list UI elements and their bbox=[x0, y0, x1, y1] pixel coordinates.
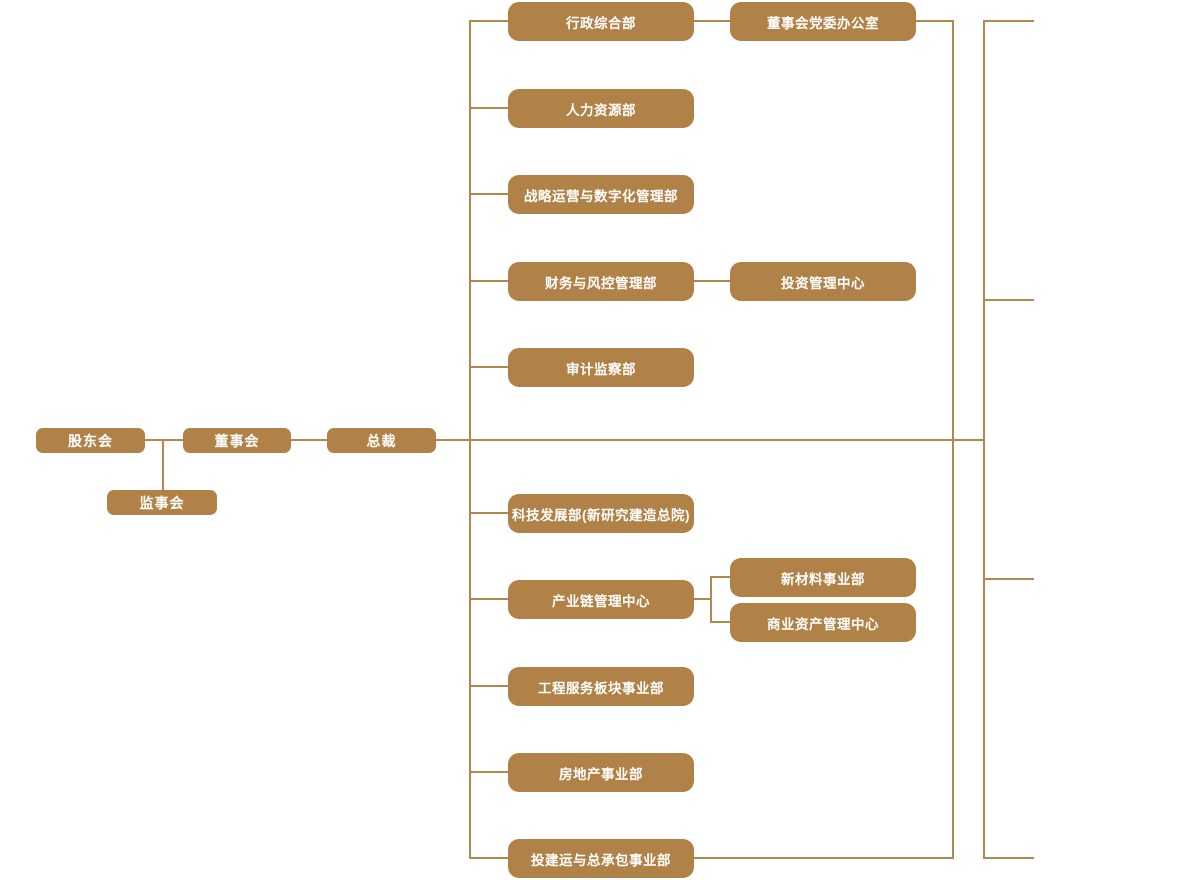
connector-stub-real-estate bbox=[469, 771, 508, 773]
node-epc-contracting: 投建运与总承包事业部 bbox=[508, 839, 694, 878]
connector-admin-party-office bbox=[694, 20, 730, 22]
connector-fork-commercial-assets bbox=[710, 621, 730, 623]
node-industry-chain-center: 产业链管理中心 bbox=[508, 580, 694, 619]
connector-epc-rail bbox=[694, 857, 954, 859]
connector-stub-epc bbox=[469, 857, 508, 859]
connector-chain-fork-v bbox=[710, 577, 712, 623]
node-strategy-digital: 战略运营与数字化管理部 bbox=[508, 175, 694, 214]
connector-fork-new-materials bbox=[710, 576, 730, 578]
connector-party-office-rail bbox=[916, 20, 954, 22]
node-board-of-directors: 董事会 bbox=[183, 428, 291, 453]
node-tech-development: 科技发展部(新研究建造总院) bbox=[508, 494, 694, 533]
node-admin-general: 行政综合部 bbox=[508, 2, 694, 41]
node-engineering-services: 工程服务板块事业部 bbox=[508, 667, 694, 706]
node-supervisory-board: 监事会 bbox=[107, 490, 217, 515]
connector-stub-industry-chain bbox=[469, 598, 508, 600]
connector-stub-tech-development bbox=[469, 512, 508, 514]
node-shareholders: 股东会 bbox=[36, 428, 145, 453]
connector-right-stub-2 bbox=[983, 299, 1034, 301]
connector-chain-fork-h bbox=[694, 598, 712, 600]
node-new-materials: 新材料事业部 bbox=[730, 558, 916, 597]
connector-right-stub-1 bbox=[983, 20, 1034, 22]
connector-right-rail-outer bbox=[983, 21, 985, 859]
node-board-party-office: 董事会党委办公室 bbox=[730, 2, 916, 41]
connector-shareholders-board bbox=[145, 439, 183, 441]
node-human-resources: 人力资源部 bbox=[508, 89, 694, 128]
connector-stub-admin-general bbox=[469, 20, 508, 22]
node-investment-center: 投资管理中心 bbox=[730, 262, 916, 301]
connector-right-rail-inner bbox=[952, 21, 954, 859]
connector-left-trunk bbox=[469, 21, 471, 858]
connector-right-stub-3 bbox=[983, 578, 1034, 580]
connector-stub-strategy-digital bbox=[469, 193, 508, 195]
node-finance-risk: 财务与风控管理部 bbox=[508, 262, 694, 301]
connector-president-main bbox=[436, 439, 984, 441]
node-president: 总裁 bbox=[327, 428, 436, 453]
connector-stub-human-resources bbox=[469, 107, 508, 109]
connector-right-stub-4 bbox=[983, 857, 1034, 859]
connector-finance-investment bbox=[694, 280, 730, 282]
connector-supervisory-drop bbox=[162, 440, 164, 490]
node-commercial-assets: 商业资产管理中心 bbox=[730, 603, 916, 642]
node-real-estate: 房地产事业部 bbox=[508, 753, 694, 792]
connector-stub-engineering bbox=[469, 685, 508, 687]
connector-board-president bbox=[291, 439, 327, 441]
connector-stub-finance-risk bbox=[469, 280, 508, 282]
connector-stub-audit-supervision bbox=[469, 366, 508, 368]
node-audit-supervision: 审计监察部 bbox=[508, 348, 694, 387]
